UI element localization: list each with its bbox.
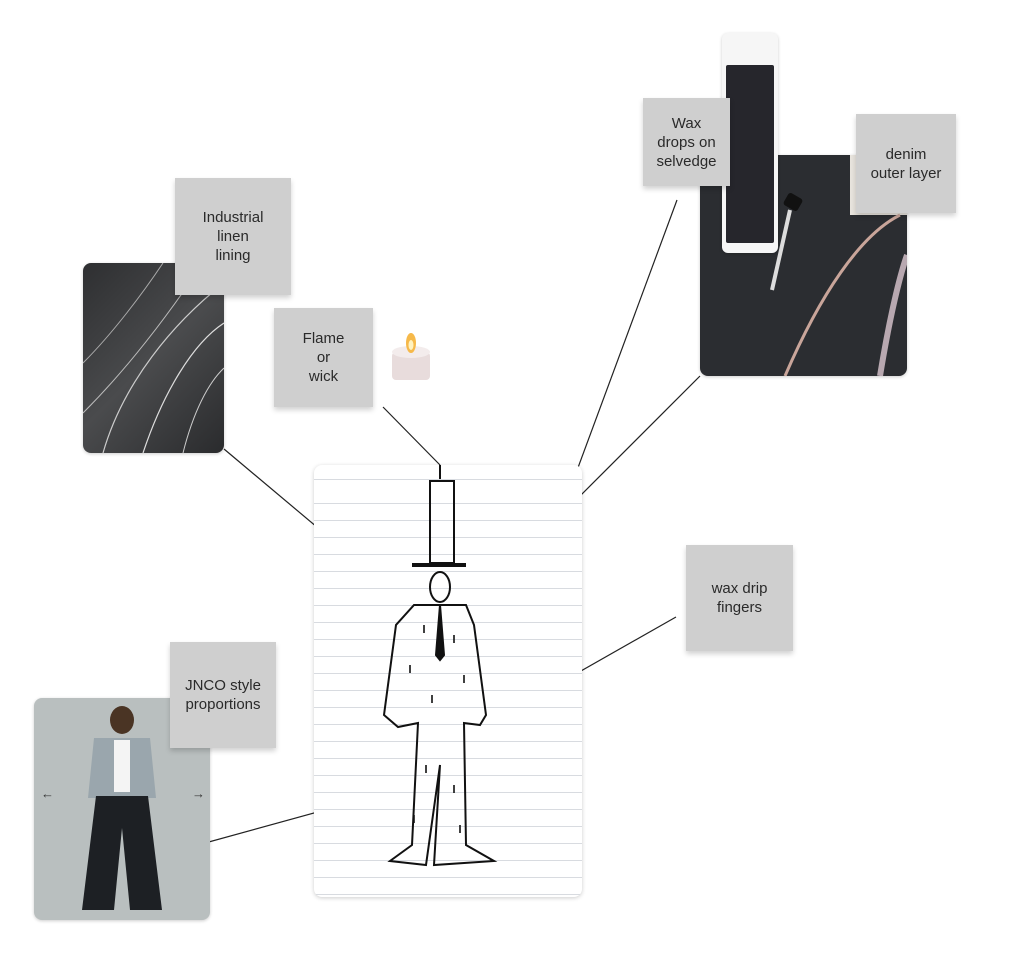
candle-suit-sketch[interactable]	[314, 465, 582, 897]
linen-stitching	[83, 263, 224, 453]
sticky-note-denim[interactable]: denim outer layer	[856, 114, 956, 213]
connector-flame	[382, 406, 441, 466]
model-figure	[82, 706, 162, 910]
carousel-next-icon[interactable]: →	[192, 786, 205, 801]
black-wax	[726, 65, 774, 243]
sticky-note-jnco[interactable]: JNCO style proportions	[170, 642, 276, 748]
jnco-model-image[interactable]: ← →	[34, 698, 210, 920]
sticky-note-wax[interactable]: Wax drops on selvedge	[643, 98, 730, 186]
sketch-drawing	[382, 465, 498, 867]
carousel-prev-icon[interactable]: ←	[41, 786, 54, 801]
sticky-note-fingers[interactable]: wax drip fingers	[686, 545, 793, 651]
tealight-candle-image[interactable]	[388, 330, 434, 386]
linen-fabric-image[interactable]	[83, 263, 224, 453]
glass-candle-image[interactable]	[722, 33, 778, 253]
sticky-note-linen[interactable]: Industrial linen lining	[175, 178, 291, 295]
sticky-note-flame[interactable]: Flame or wick	[274, 308, 373, 407]
